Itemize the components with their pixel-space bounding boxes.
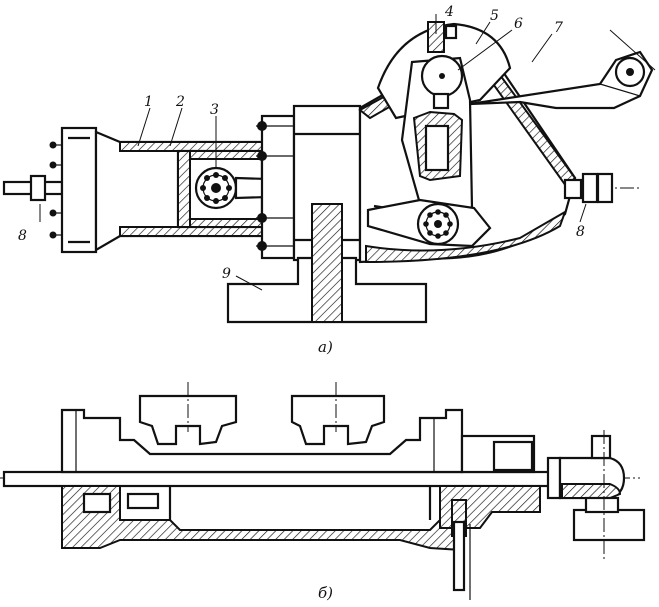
callout-2: 2 <box>175 94 185 110</box>
right-adjust-nuts <box>563 172 614 204</box>
support-foot <box>226 203 428 324</box>
cylinder-end-cover <box>49 126 98 254</box>
long-shaft <box>2 470 566 488</box>
lower-lever <box>366 198 492 248</box>
piston-bearing <box>194 166 238 210</box>
clevis-assembly <box>546 430 646 560</box>
output-arm <box>469 29 656 110</box>
main-flange <box>256 104 362 262</box>
callout-4: 4 <box>444 4 454 20</box>
callout-7: 7 <box>554 20 563 36</box>
view-a-assembly: 1 2 3 4 5 6 7 8 9 8 а) <box>2 4 656 356</box>
view-b-assembly: б) <box>0 382 646 602</box>
callout-5: 5 <box>490 8 499 24</box>
callout-8-left: 8 <box>18 228 27 244</box>
callout-9: 9 <box>222 266 231 282</box>
left-nut <box>29 174 47 202</box>
rocker-lever <box>400 54 474 234</box>
callout-leaders <box>39 14 587 291</box>
callout-3: 3 <box>210 102 219 118</box>
callout-6: 6 <box>514 16 523 32</box>
callout-1: 1 <box>144 94 153 110</box>
callout-8-right: 8 <box>576 224 585 240</box>
caption-a: а) <box>318 338 333 356</box>
caption-b: б) <box>318 584 333 602</box>
top-mounting-pads <box>138 382 386 446</box>
right-end-housing <box>439 434 541 600</box>
